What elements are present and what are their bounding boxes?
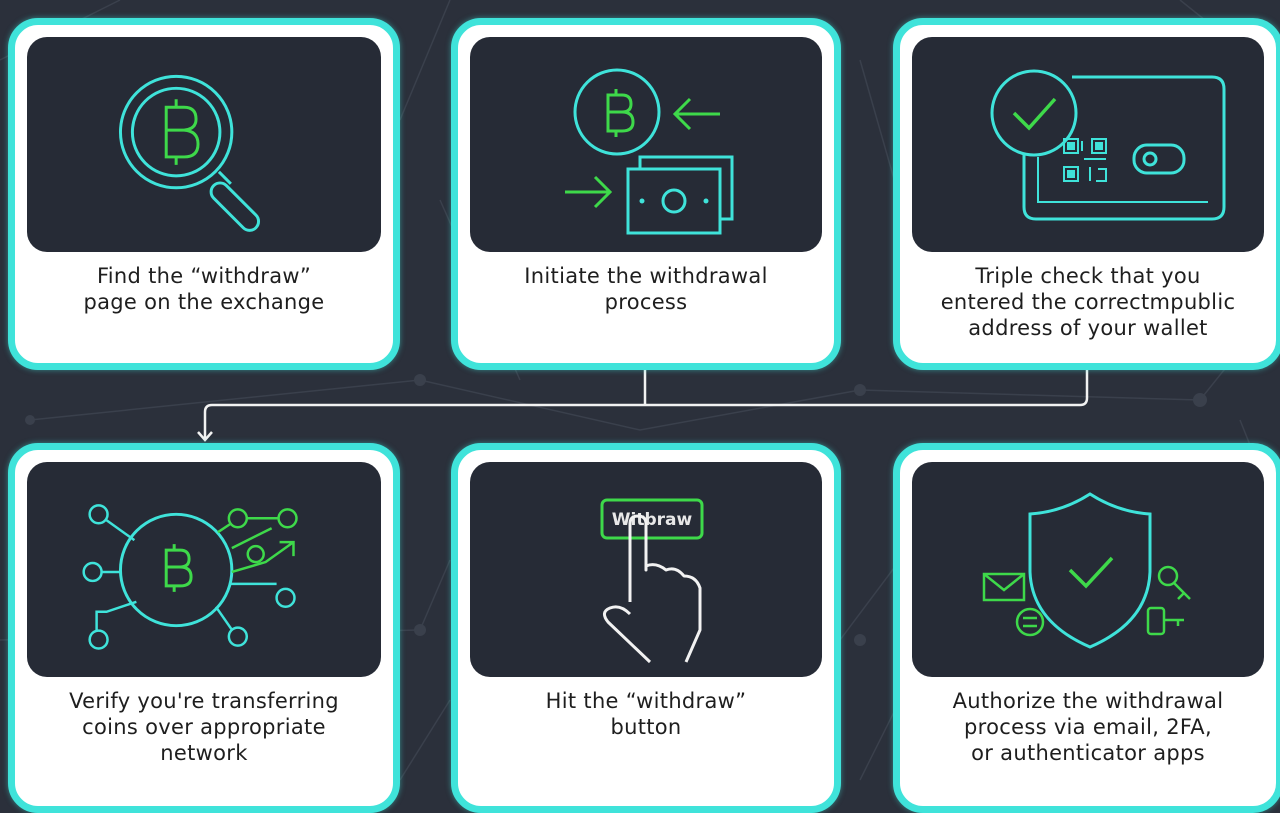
caption-line: process via email, 2FA, bbox=[964, 715, 1212, 739]
caption-line: Triple check that you bbox=[975, 264, 1201, 288]
bitcoin-magnifier-icon bbox=[118, 74, 261, 232]
caption-line: network bbox=[160, 741, 248, 765]
bitcoin-transfer-icon bbox=[565, 68, 734, 235]
icon-panel bbox=[27, 462, 381, 677]
caption-line: process bbox=[604, 290, 688, 314]
bitcoin-network-icon bbox=[82, 504, 298, 650]
caption-line: Verify you're transferring bbox=[69, 689, 339, 713]
withdraw-button-illustration: Witbraw bbox=[612, 510, 693, 530]
caption-line: entered the correctmpublic bbox=[940, 290, 1236, 314]
step-caption: Initiate the withdrawal process bbox=[466, 263, 826, 315]
caption-line: coins over appropriate bbox=[82, 715, 326, 739]
icon-panel bbox=[912, 462, 1264, 677]
wallet-qr-check-icon bbox=[990, 69, 1226, 221]
step-card-hit-withdraw: Witbraw Hit the “withdraw” button bbox=[451, 443, 841, 813]
step-caption: Triple check that you entered the correc… bbox=[908, 263, 1268, 341]
caption-line: or authenticator apps bbox=[971, 741, 1205, 765]
caption-line: address of your wallet bbox=[968, 316, 1208, 340]
caption-line: Find the “withdraw” bbox=[96, 264, 312, 288]
step-caption: Verify you're transferring coins over ap… bbox=[23, 688, 385, 766]
caption-line: Initiate the withdrawal bbox=[524, 264, 768, 288]
step-caption: Find the “withdraw” page on the exchange bbox=[23, 263, 385, 315]
step-caption: Hit the “withdraw” button bbox=[466, 688, 826, 740]
icon-panel bbox=[27, 37, 381, 252]
step-card-authorize: Authorize the withdrawal process via ema… bbox=[893, 443, 1280, 813]
hand-press-button-icon: Witbraw bbox=[600, 498, 704, 664]
caption-line: page on the exchange bbox=[83, 290, 325, 314]
caption-line: Authorize the withdrawal bbox=[952, 689, 1224, 713]
shield-check-icon bbox=[982, 492, 1191, 649]
step-card-check-address: Triple check that you entered the correc… bbox=[893, 18, 1280, 370]
caption-line: button bbox=[610, 715, 682, 739]
step-card-verify-network: Verify you're transferring coins over ap… bbox=[8, 443, 400, 813]
step-card-initiate-withdrawal: Initiate the withdrawal process bbox=[451, 18, 841, 370]
icon-panel bbox=[912, 37, 1264, 252]
step-caption: Authorize the withdrawal process via ema… bbox=[908, 688, 1268, 766]
icon-panel bbox=[470, 37, 822, 252]
caption-line: Hit the “withdraw” bbox=[545, 689, 747, 713]
icon-panel: Witbraw bbox=[470, 462, 822, 677]
step-card-find-withdraw-page: Find the “withdraw” page on the exchange bbox=[8, 18, 400, 370]
